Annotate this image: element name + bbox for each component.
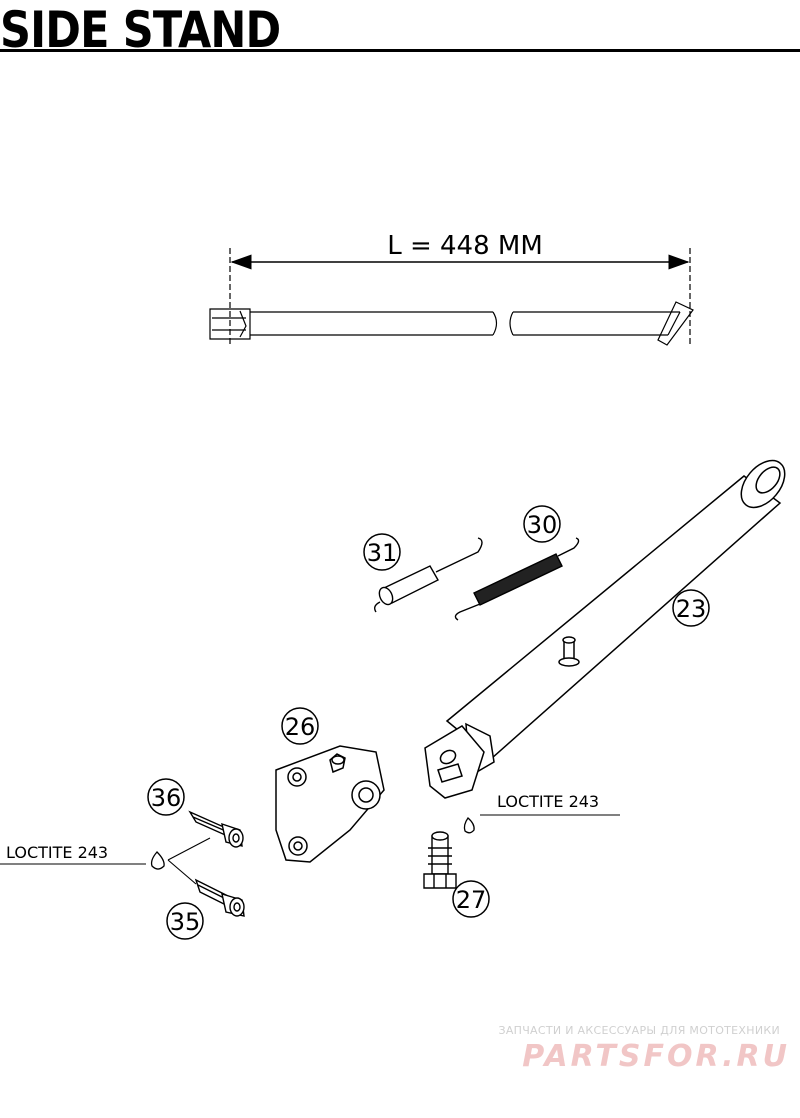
long-spring <box>454 537 580 621</box>
mounting-bracket <box>275 745 385 863</box>
callout-35: 35 <box>170 908 201 936</box>
loctite-label-right: LOCTITE 243 <box>497 792 599 811</box>
length-dimension-label: L = 448 MM <box>387 231 543 261</box>
callout-30: 30 <box>527 511 558 539</box>
short-spring <box>373 537 483 613</box>
loctite-label-left: LOCTITE 243 <box>6 843 108 862</box>
watermark-tagline: ЗАПЧАСТИ И АКСЕССУАРЫ ДЛЯ МОТОТЕХНИКИ <box>498 1024 780 1037</box>
callout-circles <box>147 505 710 940</box>
callout-26: 26 <box>285 713 316 741</box>
callout-23: 23 <box>676 595 707 623</box>
length-dimension-drawing <box>209 248 694 346</box>
callout-31: 31 <box>367 539 398 567</box>
loctite-drop-right <box>463 817 475 834</box>
callout-36: 36 <box>151 784 182 812</box>
loctite-drop-left <box>150 851 165 870</box>
pivot-bolt <box>423 831 457 889</box>
side-stand-leg <box>424 459 786 799</box>
bolt-upper <box>188 810 244 848</box>
page-title: SIDE STAND <box>0 1 281 59</box>
watermark-brand: PARTSFOR.RU <box>522 1039 790 1074</box>
bolt-lower <box>194 878 245 917</box>
title-rule <box>0 49 800 52</box>
callout-27: 27 <box>456 886 487 914</box>
leader-lines <box>0 814 620 885</box>
